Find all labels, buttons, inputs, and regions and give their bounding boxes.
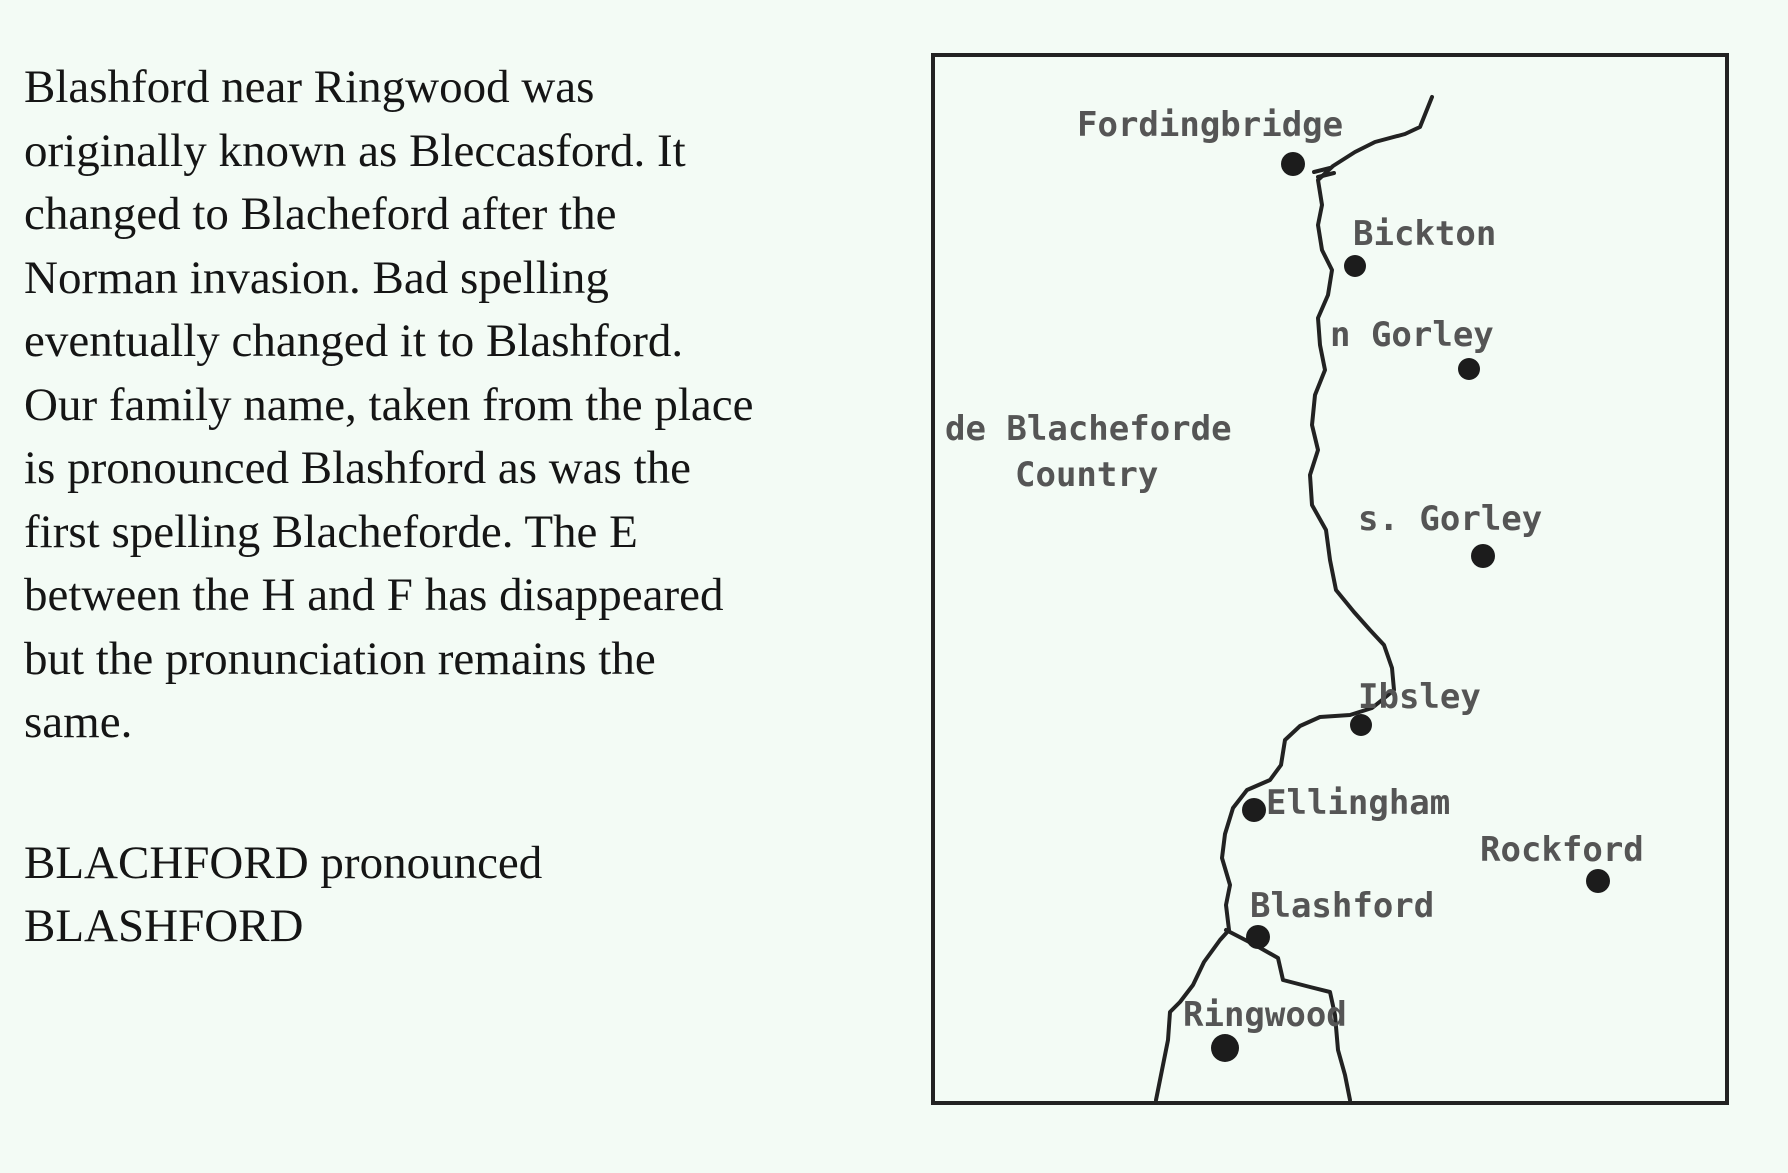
- fordingbridge-dot: [1281, 152, 1305, 176]
- description-text: Blashford near Ringwood was originally k…: [24, 56, 904, 959]
- river-tributary-north: [1312, 166, 1336, 179]
- bickton-dot: [1344, 255, 1366, 277]
- river-branch-east: [1224, 928, 1352, 1102]
- place-label-blashford: Blashford: [1250, 886, 1434, 926]
- description-line: changed to Blacheford after the: [24, 188, 617, 240]
- description-line: eventually changed it to Blashford.: [24, 315, 684, 367]
- description-line: Blashford near Ringwood was: [24, 61, 595, 113]
- place-label-ringwood: Ringwood: [1183, 995, 1347, 1035]
- description-line: same.: [24, 696, 133, 748]
- place-label-rockford: Rockford: [1480, 830, 1644, 870]
- description-line: but the pronunciation remains the: [24, 632, 656, 685]
- river-line: [1154, 95, 1434, 1102]
- ellingham-dot: [1242, 798, 1266, 822]
- place-label-ibsley: Ibsley: [1358, 677, 1481, 717]
- description-line: Our family name, taken from the place: [24, 378, 754, 431]
- blashford-dot: [1246, 925, 1270, 949]
- description-line: is pronounced Blashford as was the: [24, 442, 691, 494]
- place-label-south-gorley: s. Gorley: [1358, 499, 1542, 539]
- south-gorley-dot: [1471, 544, 1495, 568]
- north-gorley-dot: [1458, 358, 1480, 380]
- place-label-ellingham: Ellingham: [1266, 783, 1450, 823]
- region-label: de Blacheforde: [945, 409, 1232, 449]
- description-line: between the H and F has disappeared: [24, 569, 724, 621]
- place-label-fordingbridge: Fordingbridge: [1077, 105, 1343, 145]
- rockford-dot: [1586, 869, 1610, 893]
- ibsley-dot: [1350, 714, 1372, 736]
- description-line: originally known as Bleccasford. It: [24, 124, 686, 177]
- region-label: Country: [1015, 455, 1158, 495]
- place-label-north-gorley: n Gorley: [1330, 315, 1494, 355]
- description-line: first spelling Blacheforde. The E: [24, 505, 638, 558]
- pronunciation-note-line: BLASHFORD: [24, 900, 304, 952]
- ringwood-dot: [1211, 1034, 1239, 1062]
- place-label-bickton: Bickton: [1353, 214, 1496, 254]
- pronunciation-note-line: BLACHFORD pronounced: [24, 836, 543, 889]
- map-border: [931, 53, 1729, 1105]
- description-line: Norman invasion. Bad spelling: [24, 251, 609, 304]
